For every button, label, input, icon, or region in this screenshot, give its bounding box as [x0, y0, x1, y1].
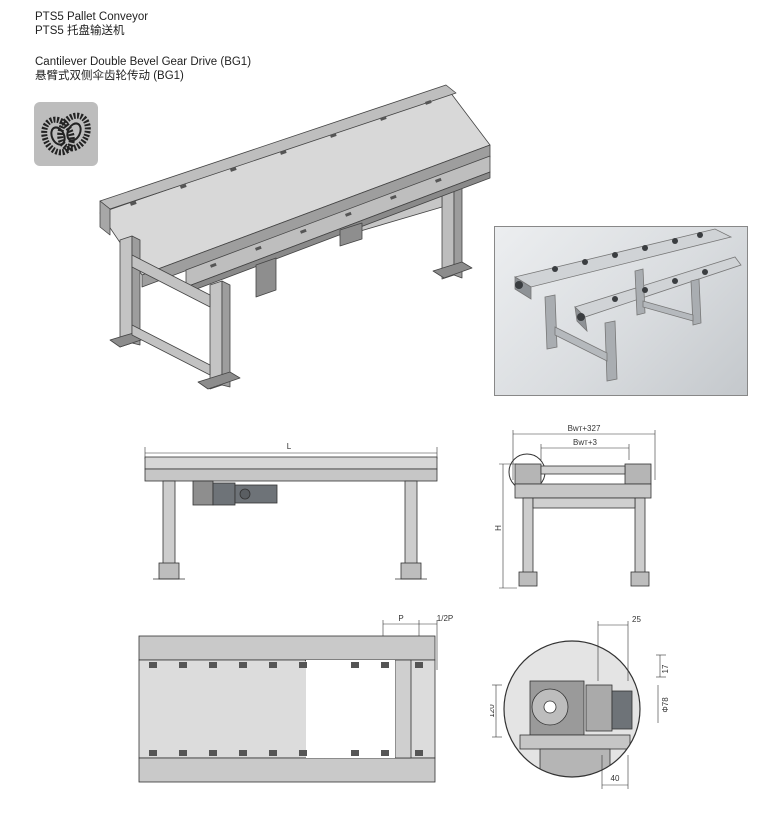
subtitle-line-cn: 悬臂式双侧伞齿轮传动 (BG1) [35, 70, 184, 82]
dim-17-label: 17 [661, 664, 670, 673]
title-line-en: PTS5 Pallet Conveyor [35, 11, 149, 23]
bevel-gear-icon [41, 112, 91, 156]
dim-length-label: L [287, 442, 292, 451]
dim-pitch-label: P [398, 614, 403, 623]
product-icon-tile [34, 102, 98, 166]
dim-half-pitch-label: 1/2P [437, 614, 453, 623]
side-elevation-drawing: L [144, 442, 438, 580]
end-elevation-drawing: Bwᴛ+327 Bwᴛ+3 H [495, 424, 656, 589]
dim-width-outer-label: Bwᴛ+327 [568, 424, 601, 433]
dim-width-inner-label: Bwᴛ+3 [573, 438, 597, 447]
plan-view-drawing: P 1/2P [138, 614, 453, 783]
title-line-cn: PTS5 托盘输送机 [35, 25, 125, 37]
dim-120-label: 120 [490, 704, 496, 718]
conveyor-photo-illustration [513, 228, 742, 382]
conveyor-isometric-view [99, 84, 491, 390]
dim-dia78-label: Φ78 [661, 697, 670, 713]
drive-detail-drawing: 25 17 Φ78 120 40 [490, 615, 670, 789]
dim-40-label: 40 [611, 774, 620, 783]
conveyor-photo [494, 226, 748, 396]
dim-25-label: 25 [632, 615, 641, 624]
dim-height-label: H [495, 525, 503, 531]
subtitle-line-en: Cantilever Double Bevel Gear Drive (BG1) [35, 56, 252, 68]
